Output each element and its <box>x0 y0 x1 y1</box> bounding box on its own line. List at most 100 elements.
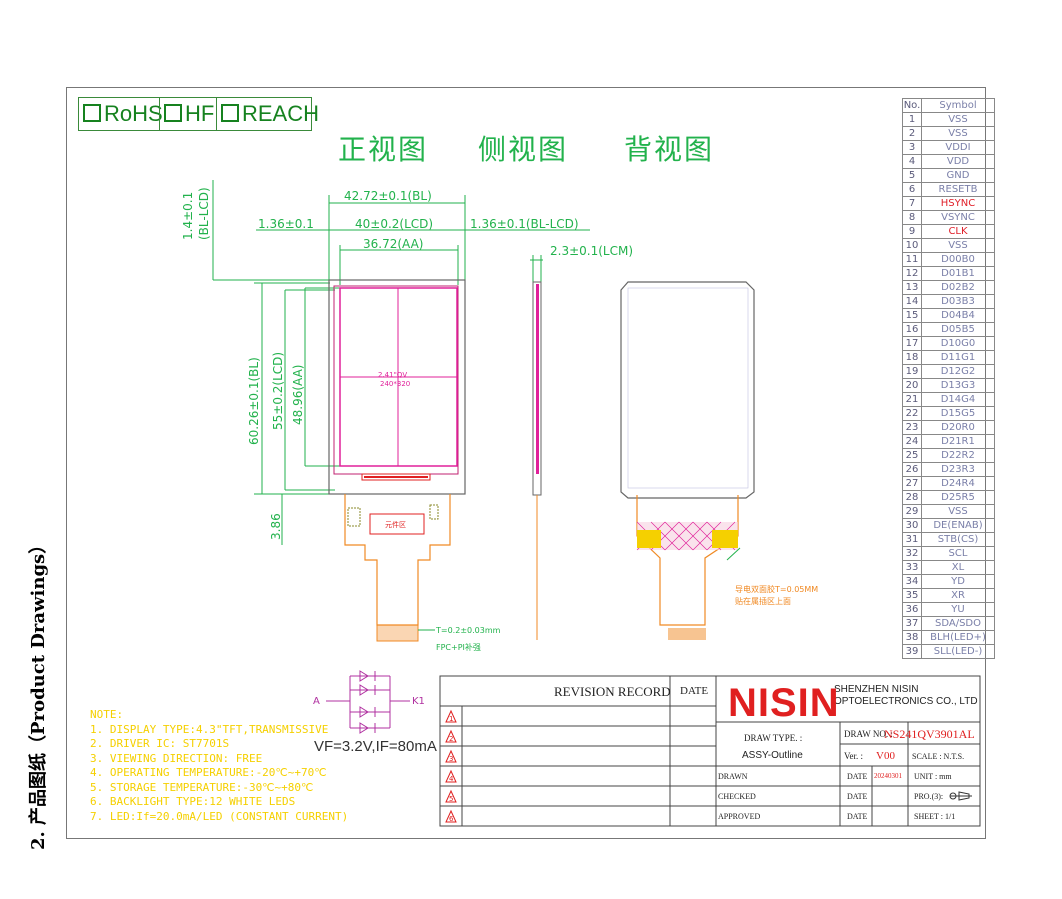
pin-symbol: XL <box>921 560 995 575</box>
pin-symbol: XR <box>921 588 995 603</box>
pin-number: 3 <box>902 140 922 155</box>
title-block: REVISION RECORD DATE SHENZHEN NISIN OPTO… <box>440 676 980 826</box>
rev-5: 5 <box>449 795 453 803</box>
pin-number: 1 <box>902 112 922 127</box>
draw-no-value: NS241QV3901AL <box>884 727 975 741</box>
pin-number: 29 <box>902 504 922 519</box>
pin-number: 27 <box>902 476 922 491</box>
pin-number: 18 <box>902 350 922 365</box>
date-label-1: DATE <box>847 772 868 781</box>
pin-number: 14 <box>902 294 922 309</box>
front-view-title: 正视图 <box>338 133 429 166</box>
side-view-title: 侧视图 <box>478 133 569 166</box>
date-header: DATE <box>680 685 709 697</box>
note-item: 4. OPERATING TEMPERATURE:-20℃~+70℃ <box>90 766 327 779</box>
pin-number: 37 <box>902 616 922 631</box>
note-item: 5. STORAGE TEMPERATURE:-30℃~+80℃ <box>90 780 314 794</box>
pin-number: 36 <box>902 602 922 617</box>
pin-symbol: VSS <box>921 504 995 519</box>
pin-number: 4 <box>902 154 922 169</box>
pin-number: 15 <box>902 308 922 323</box>
header-no: No. <box>902 98 922 113</box>
pin-number: 10 <box>902 238 922 253</box>
pin-number: 38 <box>902 630 922 645</box>
rohs-label: RoHS <box>104 101 163 126</box>
pin-symbol: D23R3 <box>921 462 995 477</box>
pin-number: 16 <box>902 322 922 337</box>
pin-number: 34 <box>902 574 922 589</box>
notes-block: NOTE: 1. DISPLAY TYPE:4.3"TFT,TRANSMISSI… <box>90 708 348 824</box>
note-item: 1. DISPLAY TYPE:4.3"TFT,TRANSMISSIVE <box>90 722 329 736</box>
rohs-badge: RoHS <box>78 97 163 131</box>
revision-numbers: 1 2 3 4 5 6 <box>449 715 454 823</box>
pin-number: 35 <box>902 588 922 603</box>
dim-thickness: 2.3±0.1(LCM) <box>550 244 633 258</box>
hf-label: HF <box>185 101 215 126</box>
pin-symbol: D13G3 <box>921 378 995 393</box>
scale-label: SCALE : N.T.S. <box>912 752 965 761</box>
pin-number: 22 <box>902 406 922 421</box>
rev-1: 1 <box>449 715 453 723</box>
checkbox-icon <box>83 104 101 122</box>
pin-symbol: VSYNC <box>921 210 995 225</box>
pin-symbol: VSS <box>921 238 995 253</box>
pin-symbol: D24R4 <box>921 476 995 491</box>
dim-left-gap: 1.36±0.1 <box>258 217 314 231</box>
pin-symbol: D25R5 <box>921 490 995 505</box>
pin-number: 33 <box>902 560 922 575</box>
back-note-1: 导电双面胶T=0.05MM <box>735 584 818 594</box>
pin-number: 17 <box>902 336 922 351</box>
checkbox-icon <box>221 104 239 122</box>
pin-number: 9 <box>902 224 922 239</box>
pin-number: 7 <box>902 196 922 211</box>
date-value: 20240301 <box>874 772 902 780</box>
back-note-2: 贴在属插区上面 <box>735 596 791 606</box>
pin-symbol: BLH(LED+) <box>921 630 995 645</box>
pin-number: 39 <box>902 644 922 659</box>
note-item: 7. LED:If=20.0mA/LED (CONSTANT CURRENT) <box>90 809 349 823</box>
pin-symbol: D04B4 <box>921 308 995 323</box>
company-line-1: SHENZHEN NISIN <box>834 684 919 695</box>
pin-symbol: RESETB <box>921 182 995 197</box>
dim-height-bl: 60.26±0.1(BL) <box>247 357 261 445</box>
pin-number: 19 <box>902 364 922 379</box>
pin-symbol: D14G4 <box>921 392 995 407</box>
pin-symbol: D22R2 <box>921 448 995 463</box>
pin-number: 20 <box>902 378 922 393</box>
note-heading: NOTE: <box>90 708 124 721</box>
pin-symbol: HSYNC <box>921 196 995 211</box>
pin-number: 21 <box>902 392 922 407</box>
dim-height-aa: 48.96(AA) <box>291 365 305 425</box>
led-circuit: A K1 <box>313 670 425 734</box>
fpc-reinforce-label: FPC+PI补强 <box>436 642 481 652</box>
pin-number: 13 <box>902 280 922 295</box>
